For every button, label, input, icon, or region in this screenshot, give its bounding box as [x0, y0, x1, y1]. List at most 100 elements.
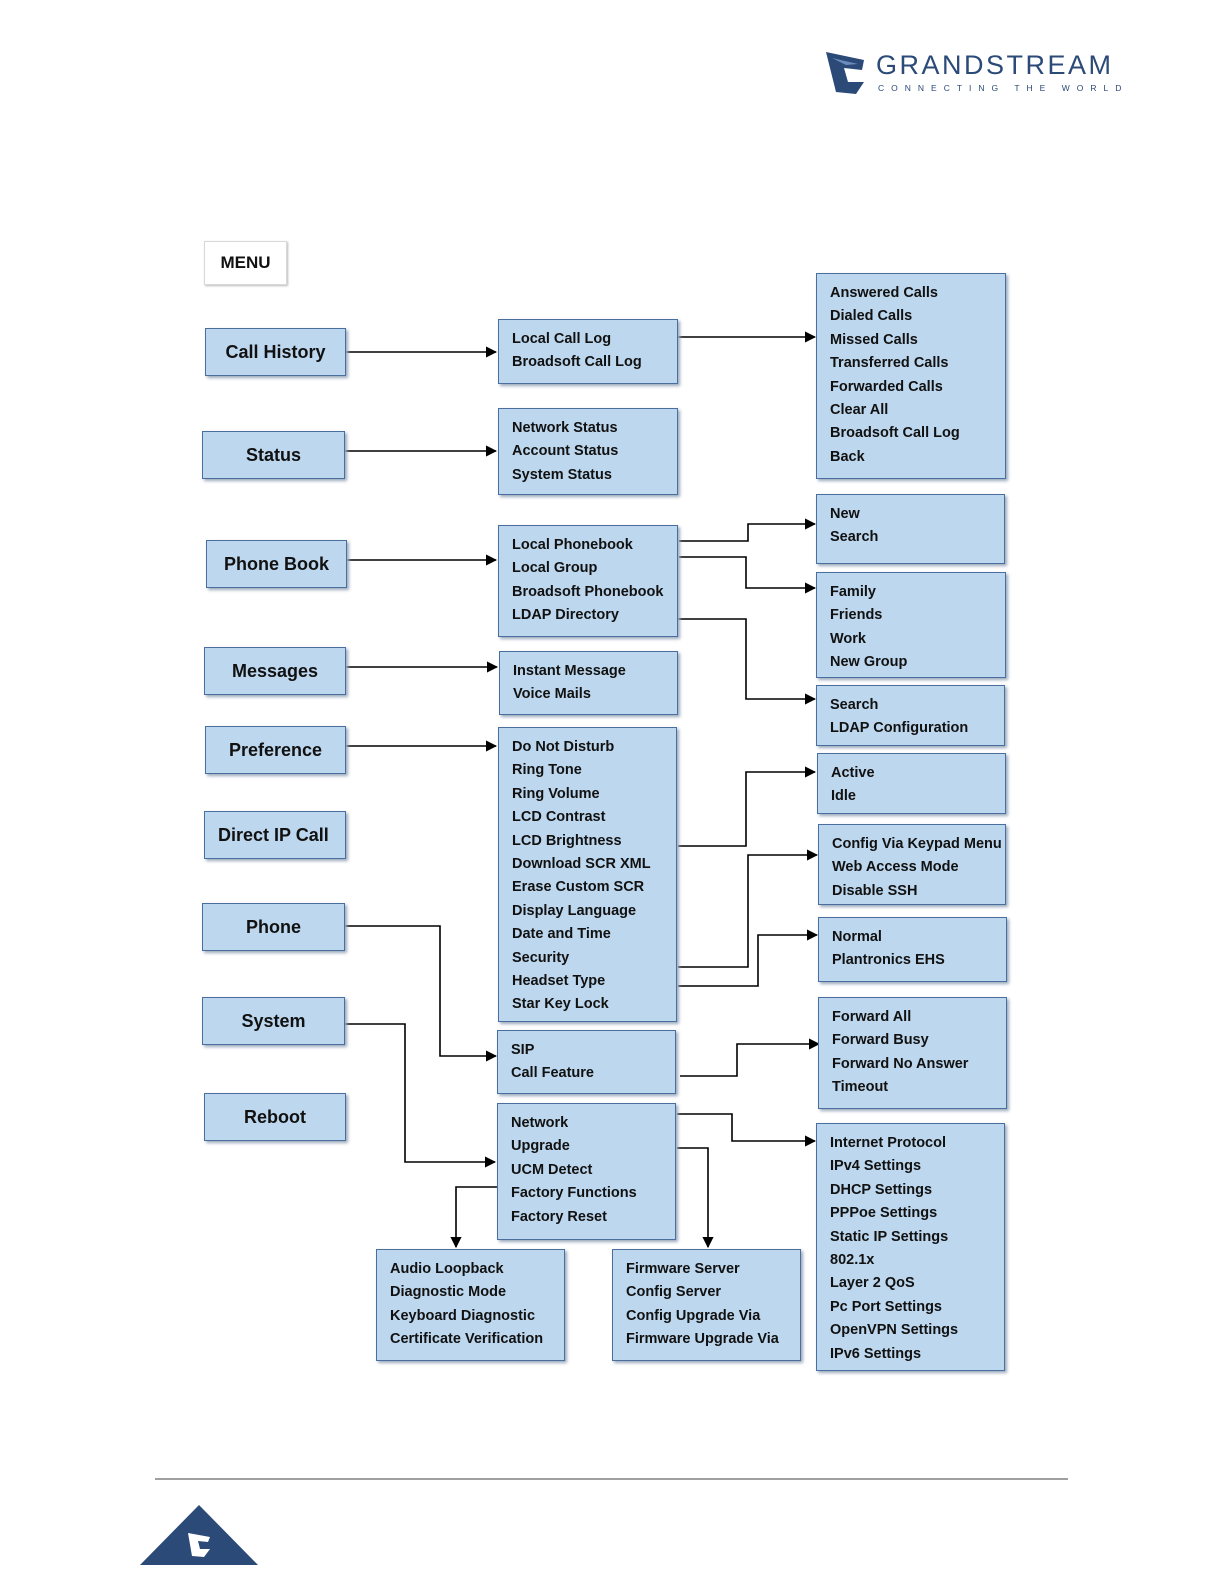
brand-name: GRANDSTREAM — [876, 50, 1114, 80]
link-upgrade — [677, 1147, 714, 1249]
brand-tagline: CONNECTING THE WORLD — [878, 83, 1129, 93]
submenu-item: Transferred Calls — [830, 355, 949, 372]
submenu-item: IPv6 Settings — [830, 1345, 922, 1362]
submenu-item: LCD Contrast — [512, 809, 606, 826]
system-label: System — [241, 1010, 306, 1031]
submenu-item: Headset Type — [512, 973, 606, 990]
submenu-item: Forward Busy — [832, 1032, 929, 1049]
submenu-item: New Group — [830, 654, 908, 671]
submenu-item: Network Status — [512, 420, 618, 436]
security-submenu: Config Via Keypad Menu Web Access Mode D… — [818, 824, 1006, 905]
preference-box: Preference — [205, 726, 346, 774]
link-network — [677, 1113, 817, 1147]
submenu-item: Config Server — [626, 1284, 722, 1301]
submenu-item: Config Upgrade Via — [626, 1307, 761, 1324]
submenu-item: Pc Port Settings — [830, 1298, 942, 1315]
submenu-item: Local Phonebook — [512, 537, 633, 553]
footer-logo-icon — [140, 1505, 258, 1565]
link-phonebook-ops — [679, 518, 817, 542]
phone-label: Phone — [245, 916, 301, 937]
submenu-item: Work — [830, 630, 866, 647]
messages-submenu: Instant Message Voice Mails — [499, 651, 678, 715]
phone-book-label: Phone Book — [223, 553, 329, 574]
submenu-item: Broadsoft Phonebook — [512, 583, 664, 600]
submenu-item: Answered Calls — [830, 285, 938, 301]
submenu-item: Active — [831, 765, 875, 781]
phone-box: Phone — [202, 903, 345, 951]
submenu-item: Dialed Calls — [830, 308, 913, 325]
direct-ip-call-label: Direct IP Call — [218, 824, 329, 845]
reboot-label: Reboot — [244, 1106, 306, 1127]
link-headset — [678, 929, 819, 987]
submenu-item: Audio Loopback — [390, 1261, 504, 1277]
phone-book-box: Phone Book — [206, 540, 347, 588]
system-submenu: Network Upgrade UCM Detect Factory Funct… — [497, 1103, 676, 1240]
submenu-item: New — [830, 506, 860, 522]
preference-label: Preference — [228, 739, 323, 760]
submenu-item: Plantronics EHS — [832, 952, 945, 969]
submenu-item: Static IP Settings — [830, 1228, 949, 1245]
menu-title: MENU — [204, 241, 287, 285]
submenu-item: System Status — [512, 466, 612, 483]
submenu-item: Config Via Keypad Menu — [832, 836, 1002, 852]
reboot-box: Reboot — [204, 1093, 346, 1141]
system-box: System — [202, 997, 345, 1045]
submenu-item: Security — [512, 949, 570, 966]
submenu-item: Idle — [831, 788, 856, 805]
submenu-item: Firmware Server — [626, 1261, 740, 1277]
factory-functions-submenu: Audio Loopback Diagnostic Mode Keyboard … — [376, 1249, 565, 1361]
headset-submenu: Normal Plantronics EHS — [818, 917, 1007, 982]
submenu-item: IPv4 Settings — [830, 1158, 922, 1175]
submenu-item: Forward All — [832, 1009, 912, 1025]
submenu-item: Keyboard Diagnostic — [390, 1307, 536, 1324]
submenu-item: Factory Functions — [511, 1185, 637, 1202]
upgrade-submenu: Firmware Server Config Server Config Upg… — [612, 1249, 801, 1361]
submenu-item: Star Key Lock — [512, 996, 609, 1013]
submenu-item: Broadsoft Call Log — [830, 425, 960, 442]
submenu-item: Ring Volume — [512, 785, 600, 802]
link-local-group — [679, 556, 817, 594]
submenu-item: Broadsoft Call Log — [512, 354, 642, 371]
submenu-item: Search — [830, 697, 879, 713]
submenu-item: SIP — [511, 1042, 535, 1058]
status-label: Status — [245, 444, 301, 465]
submenu-item: Diagnostic Mode — [390, 1284, 507, 1301]
grandstream-logo-icon — [826, 52, 864, 94]
call-history-box: Call History — [205, 328, 346, 376]
submenu-item: Web Access Mode — [832, 859, 959, 876]
submenu-item: Forwarded Calls — [830, 378, 943, 395]
direct-ip-call-box: Direct IP Call — [204, 811, 346, 859]
link-ldap — [678, 618, 817, 705]
submenu-item: Certificate Verification — [390, 1331, 544, 1348]
phone-submenu: SIP Call Feature — [497, 1030, 676, 1094]
preference-submenu: Do Not Disturb Ring Tone Ring Volume LCD… — [498, 727, 677, 1022]
submenu-item: LCD Brightness — [512, 832, 622, 849]
submenu-item: Do Not Disturb — [512, 739, 615, 755]
submenu-item: Download SCR XML — [512, 856, 651, 873]
submenu-item: OpenVPN Settings — [830, 1322, 959, 1339]
link-system — [345, 1023, 497, 1168]
footer-divider — [155, 1478, 1068, 1480]
submenu-item: Layer 2 QoS — [830, 1275, 915, 1292]
link-security — [678, 849, 819, 968]
submenu-item: Instant Message — [513, 663, 626, 679]
messages-label: Messages — [231, 660, 319, 681]
submenu-item: Friends — [830, 607, 883, 624]
submenu-item: Local Group — [512, 560, 598, 577]
status-submenu: Network Status Account Status System Sta… — [498, 408, 678, 495]
link-dnd — [678, 766, 817, 847]
submenu-item: Factory Reset — [511, 1208, 607, 1225]
submenu-item: PPPoe Settings — [830, 1205, 938, 1222]
submenu-item: Back — [830, 448, 865, 465]
submenu-item: Internet Protocol — [830, 1135, 947, 1151]
submenu-item: Timeout — [832, 1079, 889, 1096]
submenu-item: Erase Custom SCR — [512, 879, 645, 896]
submenu-item: Local Call Log — [512, 331, 612, 347]
link-phone — [345, 925, 498, 1062]
submenu-item: Call Feature — [511, 1065, 594, 1082]
submenu-item: Disable SSH — [832, 882, 918, 899]
network-submenu: Internet Protocol IPv4 Settings DHCP Set… — [816, 1123, 1005, 1371]
phone-book-submenu: Local Phonebook Local Group Broadsoft Ph… — [498, 525, 678, 637]
call-history-submenu: Local Call Log Broadsoft Call Log — [498, 319, 678, 384]
submenu-item: 802.1x — [830, 1252, 875, 1269]
